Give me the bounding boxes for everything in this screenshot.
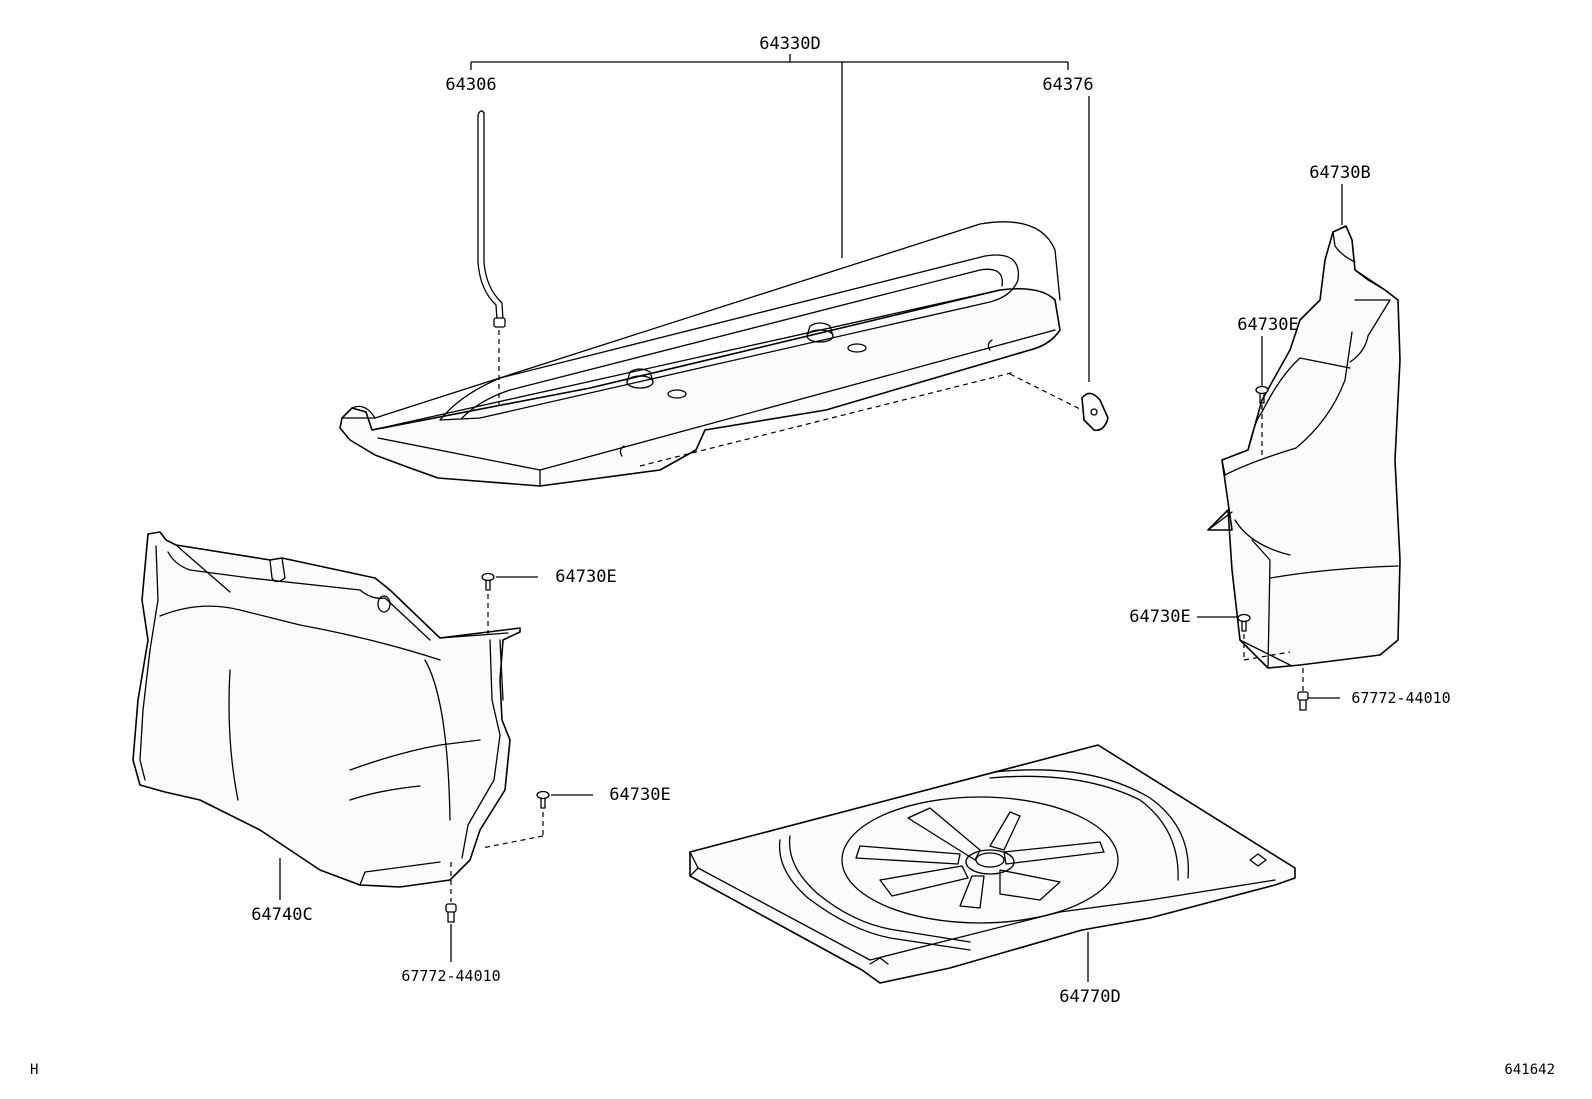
part-64730B-side-trim — [1207, 225, 1401, 669]
label-64376: 64376 — [1042, 75, 1093, 95]
part-64770D-floor-mat — [689, 744, 1296, 984]
label-64730E-left-upper: 64730E — [555, 567, 616, 587]
callout-67772-44010-right: 67772-44010 — [1297, 668, 1451, 711]
part-64330D-tray — [339, 221, 1083, 487]
label-64330D: 64330D — [759, 34, 820, 54]
label-67772-44010-right: 67772-44010 — [1351, 689, 1450, 707]
callout-67772-44010-left: 67772-44010 — [401, 862, 501, 985]
part-64740C-side-trim — [132, 531, 521, 888]
label-64770D: 64770D — [1059, 987, 1120, 1007]
callout-64306: 64306 — [445, 75, 496, 95]
label-64730E-right-lower: 64730E — [1129, 607, 1190, 627]
label-64730E-left-lower: 64730E — [609, 785, 670, 805]
callout-64770D: 64770D — [1059, 932, 1121, 1007]
callout-64730E-left-lower: 64730E — [481, 785, 671, 849]
corner-code-left: H — [30, 1062, 38, 1078]
callout-64730E-left-upper: 64730E — [481, 567, 617, 636]
corner-code-right: 641642 — [1504, 1062, 1555, 1078]
callout-64376: 64376 — [1042, 75, 1094, 382]
label-64730E-right-upper: 64730E — [1237, 315, 1298, 335]
label-64740C: 64740C — [251, 905, 312, 925]
part-64376-hook — [1081, 392, 1109, 432]
label-67772-44010-left: 67772-44010 — [401, 967, 500, 985]
callout-64740C: 64740C — [251, 858, 313, 925]
label-64730B: 64730B — [1309, 163, 1370, 183]
callout-64730B: 64730B — [1309, 163, 1371, 225]
callout-64730E-right-upper: 64730E — [1237, 315, 1299, 456]
assembly-64330D-callout: 64330D — [470, 34, 1069, 258]
callout-64730E-right-lower: 64730E — [1129, 607, 1291, 661]
label-64306: 64306 — [445, 75, 496, 95]
